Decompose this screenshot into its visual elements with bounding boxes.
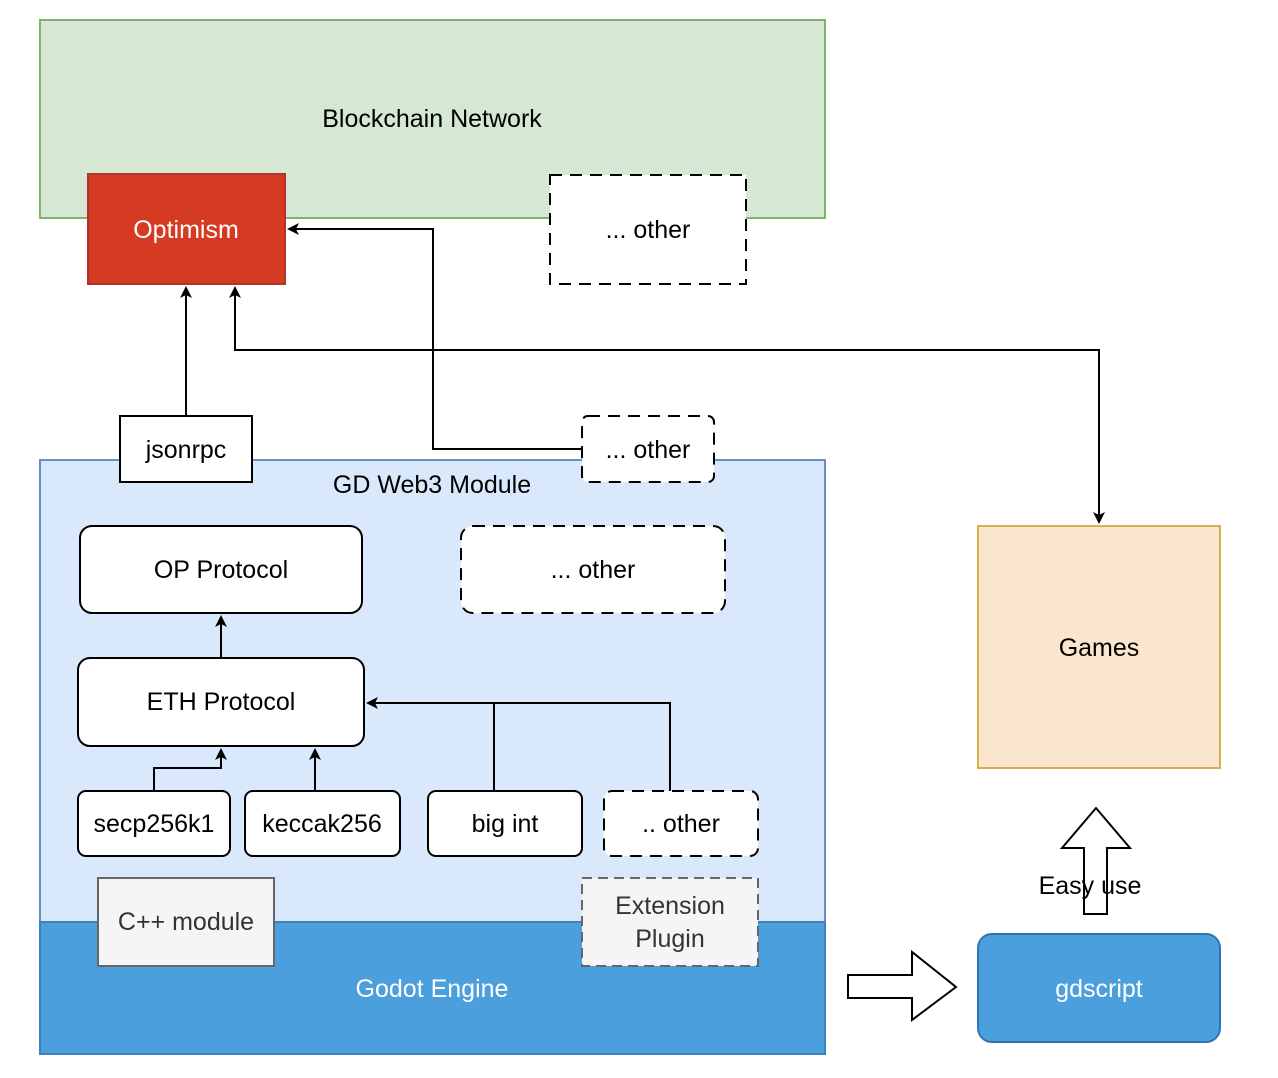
jsonrpc-node: jsonrpc: [119, 415, 253, 483]
big-int-label: big int: [472, 810, 539, 838]
other-protocol-node: ... other: [460, 525, 726, 614]
connectors: [153, 223, 1105, 791]
other-lib-label: .. other: [642, 810, 720, 838]
optimism-node: Optimism: [87, 173, 286, 285]
eth-protocol-node: ETH Protocol: [77, 657, 365, 747]
eth-protocol-label: ETH Protocol: [147, 688, 296, 716]
secp256k1-node: secp256k1: [77, 790, 231, 857]
secp256k1-label: secp256k1: [94, 810, 215, 838]
secp256k1-to-eth-arrow: [153, 748, 227, 791]
other-lib-box: [603, 790, 759, 857]
keccak256-box: [244, 790, 401, 857]
other-protocol-box: [460, 525, 726, 614]
extension-plugin-label-line2: Plugin: [635, 925, 705, 953]
other-chain-label: ... other: [606, 216, 691, 244]
other-lib-node: .. other: [603, 790, 759, 857]
other-protocol-label: ... other: [551, 556, 636, 584]
gd-web3-module-label: GD Web3 Module: [333, 471, 531, 499]
other-rpc-label: ... other: [606, 436, 691, 464]
jsonrpc-label: jsonrpc: [145, 436, 227, 464]
easy-use-label: Easy use: [1039, 872, 1142, 900]
keccak256-node: keccak256: [244, 790, 401, 857]
optimism-box: [87, 173, 286, 285]
godot-to-gdscript-block-arrow: [847, 949, 958, 1022]
gdscript-node: gdscript: [977, 933, 1221, 1043]
extension-plugin-label-line1: Extension: [615, 892, 725, 920]
op-protocol-label: OP Protocol: [154, 556, 288, 584]
gdscript-box: [977, 933, 1221, 1043]
other-chain-node: ... other: [549, 174, 747, 285]
godot-engine-label: Godot Engine: [356, 975, 509, 1003]
games-box: [977, 525, 1221, 769]
cpp-module-box: [97, 877, 275, 967]
other-rpc-node: ... other: [581, 415, 715, 483]
big-int-node: big int: [427, 790, 583, 857]
big-int-box: [427, 790, 583, 857]
games-node: Games: [977, 525, 1221, 769]
other-lib-to-eth-line: [494, 702, 671, 791]
extension-plugin-box: [581, 877, 759, 967]
op-protocol-node: OP Protocol: [79, 525, 363, 614]
gdscript-label: gdscript: [1055, 975, 1143, 1003]
cpp-module-label: C++ module: [118, 908, 254, 936]
op-protocol-box: [79, 525, 363, 614]
extension-plugin-node: Extension Plugin: [581, 877, 759, 967]
blockchain-network-label: Blockchain Network: [322, 105, 542, 133]
optimism-label: Optimism: [133, 216, 239, 244]
other-rpc-to-optimism-arrow: [287, 223, 582, 450]
gdscript-to-games-block-arrow: [1059, 806, 1133, 915]
other-chain-box: [549, 174, 747, 285]
keccak256-label: keccak256: [262, 810, 382, 838]
cpp-module-node: C++ module: [97, 877, 275, 967]
games-label: Games: [1059, 634, 1140, 662]
jsonrpc-box: [119, 415, 253, 483]
